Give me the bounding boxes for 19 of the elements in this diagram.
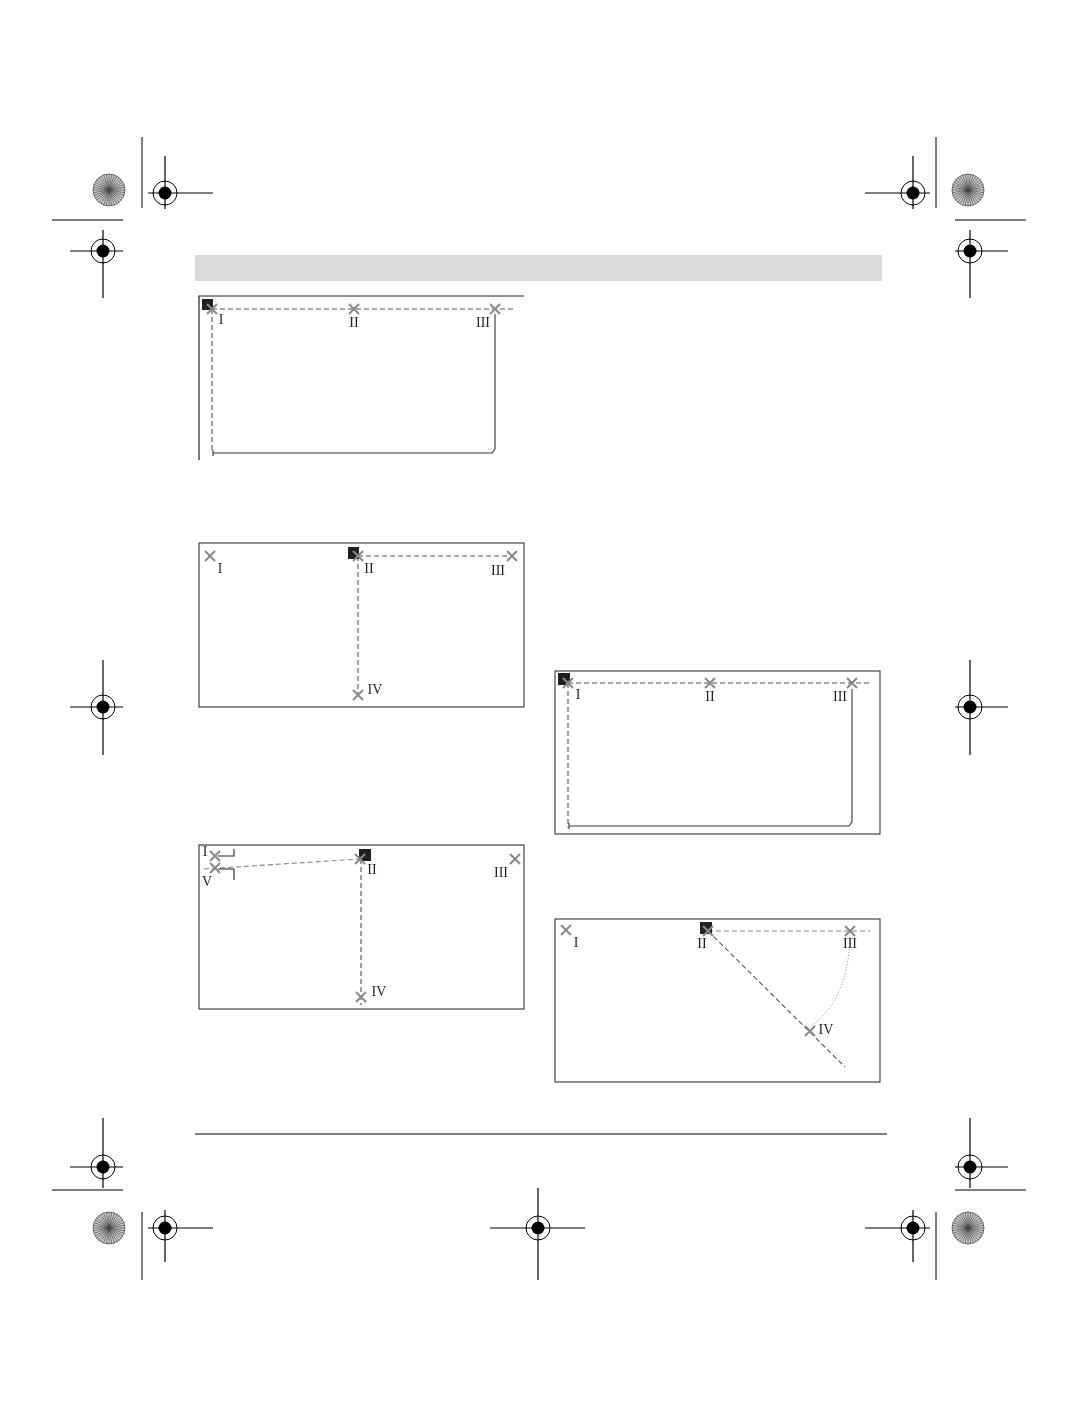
point-label: I: [575, 688, 581, 702]
point-label: I: [217, 562, 223, 576]
point-label: I: [573, 936, 579, 950]
point-label: IV: [367, 683, 383, 697]
point-label: III: [494, 866, 508, 880]
point-label: V: [201, 875, 213, 889]
point-label: IV: [818, 1023, 834, 1037]
point-label: III: [833, 690, 847, 704]
point-label: III: [491, 564, 505, 578]
point-label: II: [349, 316, 359, 330]
point-label: II: [697, 937, 707, 951]
point-label: III: [476, 316, 490, 330]
point-label: II: [705, 690, 715, 704]
point-label: III: [843, 937, 857, 951]
point-label: I: [218, 313, 224, 327]
point-label: IV: [371, 985, 387, 999]
point-label: I: [202, 845, 208, 859]
point-label: II: [367, 863, 377, 877]
point-label: II: [364, 562, 374, 576]
